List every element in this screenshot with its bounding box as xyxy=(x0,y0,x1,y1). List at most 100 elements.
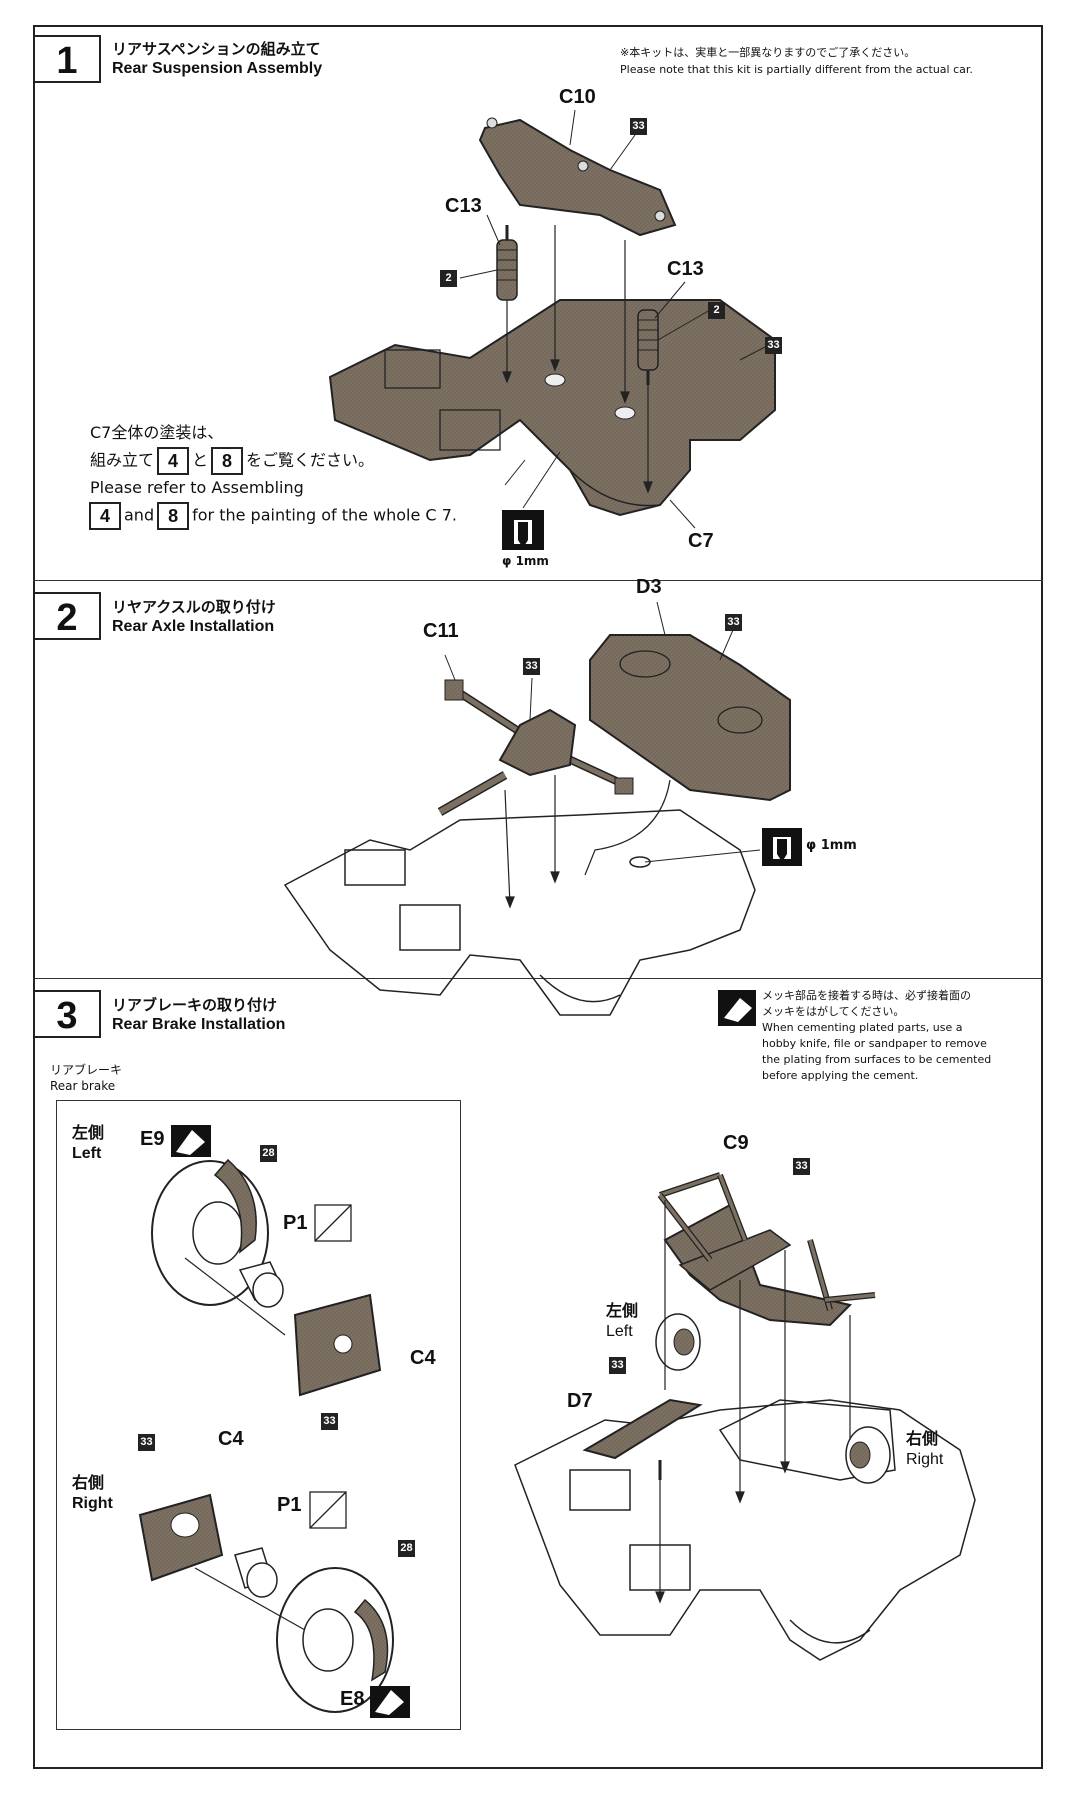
step1-arrows xyxy=(502,225,653,494)
drill-icon-step1 xyxy=(502,451,561,550)
part-c4-left xyxy=(293,1293,382,1397)
paint-note-jp-post: をご覧ください。 xyxy=(246,450,375,470)
step2-title-en: Rear Axle Installation xyxy=(112,618,275,635)
label-c10: C10 xyxy=(559,86,596,108)
left-brake-arrow xyxy=(184,1257,286,1336)
ref-box-8-en: 8 xyxy=(157,502,190,530)
plated-note-en-3: the plating from surfaces to be cemented xyxy=(762,1053,992,1066)
color-badge-c4-right: 33 xyxy=(138,1434,155,1451)
rear-brake-subpanel xyxy=(56,1100,461,1730)
rear-brake-jp: リアブレーキ xyxy=(50,1063,123,1077)
color-badge-c9: 33 xyxy=(793,1158,810,1175)
step1-title-en: Rear Suspension Assembly xyxy=(112,60,323,77)
no-paint-icon-p1-right xyxy=(309,1491,347,1529)
step-number-1: 1 xyxy=(33,35,101,83)
step3-title-en: Rear Brake Installation xyxy=(112,1016,286,1033)
part-c4-right xyxy=(138,1493,224,1582)
subpanel-right-jp: 右側 xyxy=(72,1473,105,1492)
color-badge-d7: 33 xyxy=(609,1357,626,1374)
part-left-brake-assembly xyxy=(655,1313,701,1371)
separator-1 xyxy=(33,580,1043,581)
plated-note-en-4: before applying the cement. xyxy=(762,1069,919,1082)
part-c11-axle xyxy=(437,679,634,816)
drill-size-step2: φ 1mm xyxy=(806,838,857,853)
label-p1-left: P1 xyxy=(283,1212,308,1234)
label-d3: D3 xyxy=(636,576,662,598)
part-p1-left xyxy=(238,1261,284,1308)
label-e9: E9 xyxy=(140,1128,165,1150)
color-badge-c4-left: 33 xyxy=(321,1413,338,1430)
page-frame xyxy=(33,25,1043,1769)
color-badge-c13-left: 2 xyxy=(440,270,457,287)
step2-arrows xyxy=(504,775,671,909)
color-badge-e9: 28 xyxy=(260,1145,277,1162)
subpanel-left-jp: 左側 xyxy=(72,1123,105,1142)
drill-size-step1: φ 1mm xyxy=(502,554,549,568)
ref-box-4: 4 xyxy=(157,447,190,475)
part-c13-left xyxy=(496,225,518,301)
assembly-left-jp: 左側 xyxy=(606,1301,639,1320)
plated-note: メッキ部品を接着する時は、必ず接着面の メッキをはがしてください。 When c… xyxy=(762,988,991,1084)
color-badge-c11: 33 xyxy=(523,658,540,675)
label-c11: C11 xyxy=(423,620,459,642)
paint-note-en-post: for the painting of the whole C 7. xyxy=(192,505,457,525)
plated-note-en-1: When cementing plated parts, use a xyxy=(762,1021,963,1034)
assembly-left-en: Left xyxy=(606,1323,633,1340)
rear-brake-en: Rear brake xyxy=(50,1079,116,1093)
step-number-3: 3 xyxy=(33,990,101,1038)
part-e8-disc xyxy=(276,1567,394,1713)
label-c7: C7 xyxy=(688,530,714,552)
step3-title-jp: リアブレーキの取り付け xyxy=(112,996,278,1014)
notice-jp: ※本キットは、実車と一部異なりますのでご了承ください。 xyxy=(620,46,916,59)
paint-note-en-and: and xyxy=(124,505,155,525)
label-c4-left: C4 xyxy=(410,1347,436,1369)
color-badge-c7: 33 xyxy=(765,337,782,354)
right-brake-arrow xyxy=(194,1567,306,1631)
drill-icon-step2 xyxy=(762,828,802,866)
label-c13-left: C13 xyxy=(445,195,482,217)
separator-2 xyxy=(33,978,1043,979)
color-badge-c10: 33 xyxy=(630,118,647,135)
no-paint-icon-p1-left xyxy=(314,1204,352,1242)
plated-note-en-2: hobby knife, file or sandpaper to remove xyxy=(762,1037,987,1050)
plated-note-jp-1: メッキ部品を接着する時は、必ず接着面の xyxy=(762,989,971,1002)
label-c4-right: C4 xyxy=(218,1428,244,1450)
subpanel-right-en: Right xyxy=(72,1495,113,1512)
color-badge-e8: 28 xyxy=(398,1540,415,1557)
part-d3 xyxy=(589,634,791,802)
step-number-2: 2 xyxy=(33,592,101,640)
ref-box-8: 8 xyxy=(211,447,244,475)
part-c13-right xyxy=(637,309,659,385)
color-badge-d3: 33 xyxy=(725,614,742,631)
part-e9-disc xyxy=(151,1158,269,1306)
part-p1-right xyxy=(234,1547,278,1598)
label-p1-right: P1 xyxy=(277,1494,302,1516)
plated-icon-e8 xyxy=(370,1686,410,1718)
assembly-right-en: Right xyxy=(906,1451,944,1468)
label-d7: D7 xyxy=(567,1390,593,1412)
paint-note-jp-mid: と xyxy=(192,450,209,470)
part-c10 xyxy=(478,117,677,237)
step3-arrows xyxy=(655,1200,851,1604)
step2-leaders xyxy=(444,601,761,863)
notice-en: Please note that this kit is partially d… xyxy=(620,63,973,76)
plated-parts-icon xyxy=(718,990,756,1026)
label-e8: E8 xyxy=(340,1688,365,1710)
subpanel-left-en: Left xyxy=(72,1145,102,1162)
part-d7 xyxy=(582,1398,703,1480)
step1-leaders xyxy=(459,109,766,529)
paint-note-en-1: Please refer to Assembling xyxy=(90,478,304,497)
part-c9 xyxy=(657,1172,876,1327)
label-c9: C9 xyxy=(723,1132,749,1154)
paint-note-jp-pre: 組み立て xyxy=(90,450,155,470)
color-badge-c13-right: 2 xyxy=(708,302,725,319)
label-c13-right: C13 xyxy=(667,258,704,280)
paint-note-jp-1: C7全体の塗装は、 xyxy=(90,423,224,442)
ref-box-4-en: 4 xyxy=(89,502,121,530)
plated-note-jp-2: メッキをはがしてください。 xyxy=(762,1005,905,1018)
part-step2-chassis-outline xyxy=(283,809,756,1016)
part-right-brake-assembly xyxy=(845,1426,891,1484)
